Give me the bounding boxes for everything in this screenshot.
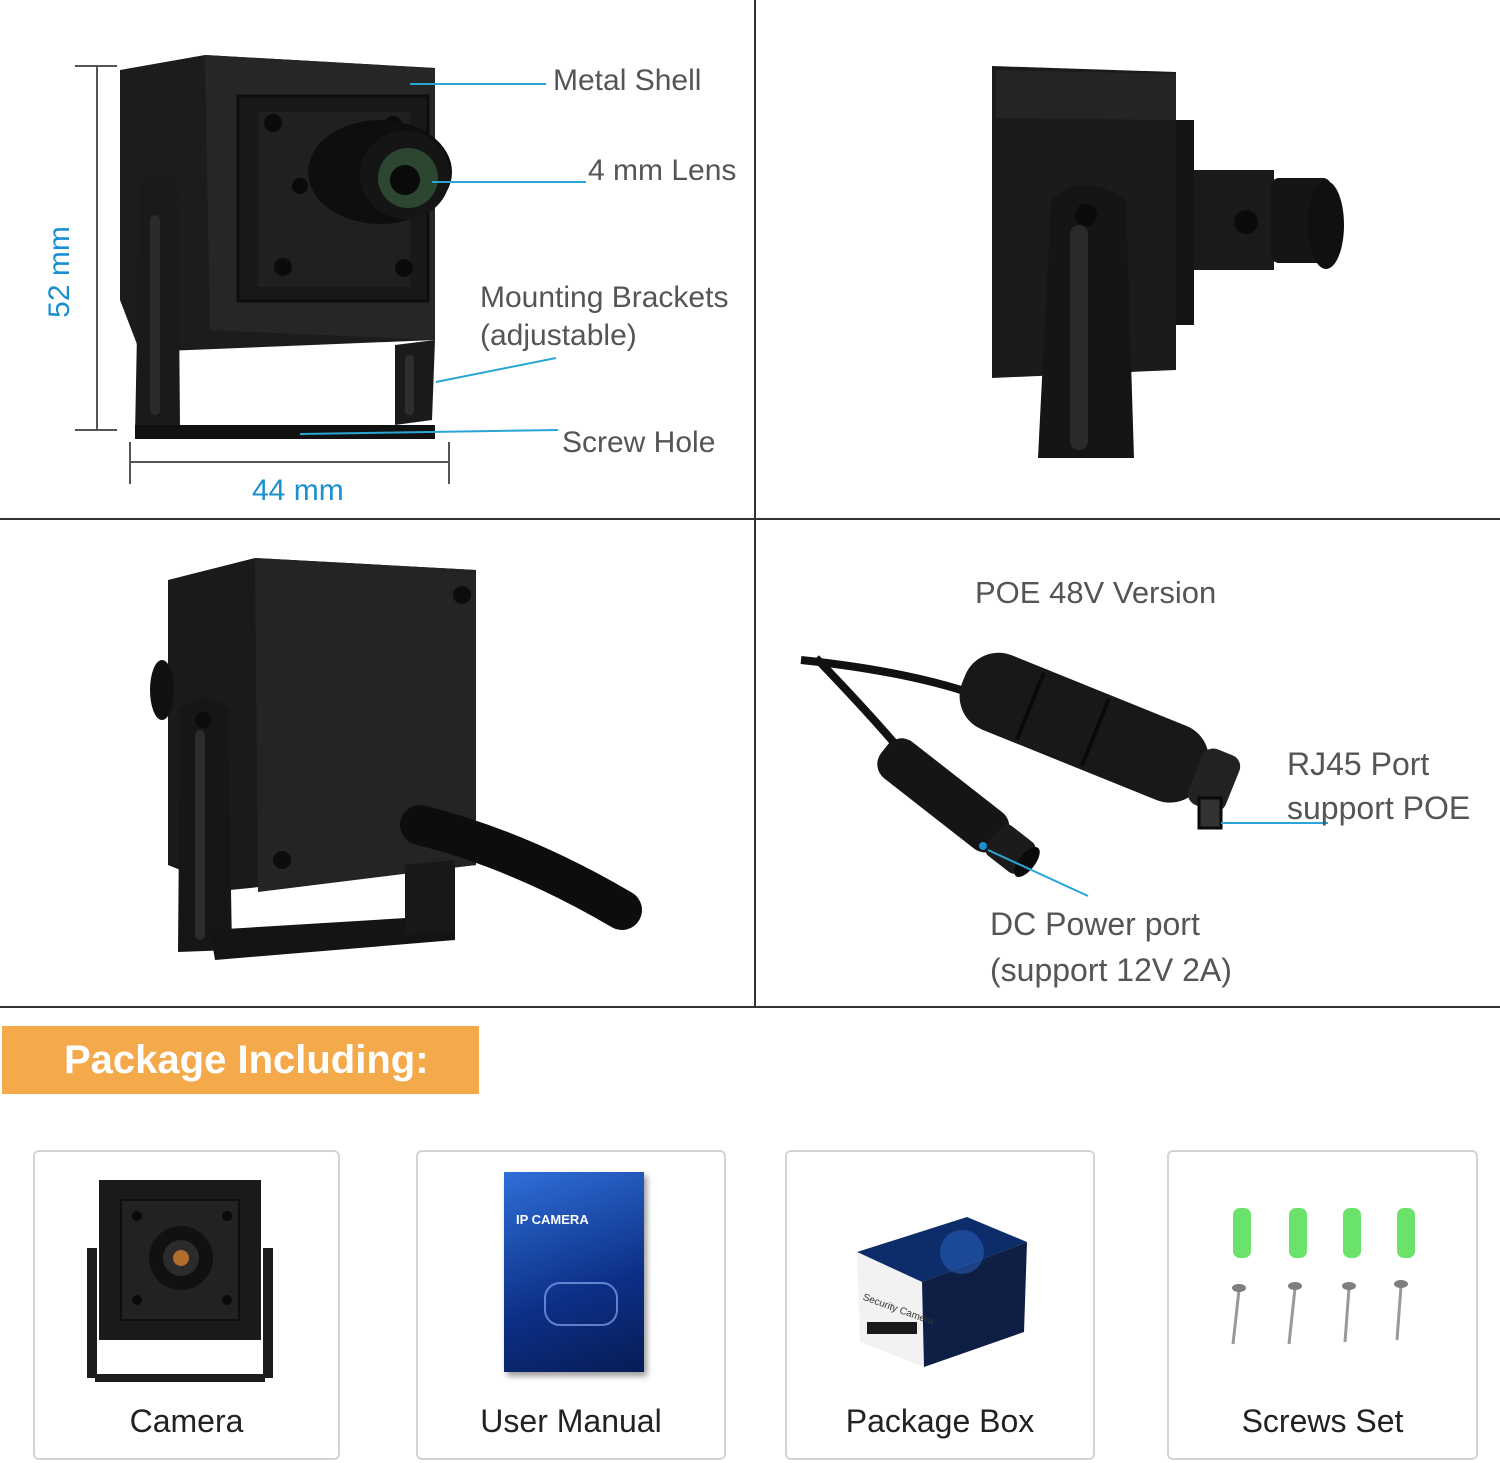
lens-label: 4 mm Lens	[588, 154, 737, 187]
camera-side-image	[992, 66, 1344, 458]
rj45-label-line2: support POE	[1287, 790, 1471, 826]
poe-title: POE 48V Version	[975, 575, 1217, 610]
package-item-manual: IP CAMERA User Manual	[416, 1150, 726, 1460]
screw-hole-label: Screw Hole	[562, 426, 716, 459]
brackets-label-line2: (adjustable)	[480, 319, 637, 352]
horizontal-divider-1	[0, 518, 1500, 520]
width-dimension-label: 44 mm	[252, 474, 344, 507]
box-icon	[857, 1217, 1027, 1367]
height-dimension-label: 52 mm	[43, 226, 76, 318]
vertical-divider-top	[754, 0, 756, 520]
camera-front-image	[75, 55, 586, 484]
package-item-camera: Camera	[33, 1150, 340, 1460]
package-item-label: User Manual	[480, 1403, 662, 1439]
package-item-screws: Screws Set	[1167, 1150, 1478, 1460]
package-heading: Package Including:	[2, 1026, 479, 1094]
package-item-label: Package Box	[845, 1403, 1035, 1439]
vertical-divider-mid	[754, 520, 756, 1008]
camera-back-image	[150, 558, 642, 960]
brackets-label-line1: Mounting Brackets	[480, 281, 729, 314]
dc-port-label-line1: DC Power port	[990, 906, 1200, 942]
camera-icon	[87, 1180, 273, 1382]
manual-icon: IP CAMERA	[504, 1172, 644, 1372]
poe-cable-image	[800, 652, 1328, 897]
package-item-box: Security Camera Package Box	[785, 1150, 1095, 1460]
dc-port-label-line2: (support 12V 2A)	[990, 952, 1232, 988]
rj45-label-line1: RJ45 Port	[1287, 746, 1430, 782]
package-item-label: Camera	[129, 1403, 244, 1439]
screws-icon	[1231, 1208, 1415, 1345]
horizontal-divider-2	[0, 1006, 1500, 1008]
metal-shell-label: Metal Shell	[553, 64, 702, 97]
manual-cover-title: IP CAMERA	[516, 1212, 589, 1227]
package-item-label: Screws Set	[1241, 1403, 1404, 1439]
